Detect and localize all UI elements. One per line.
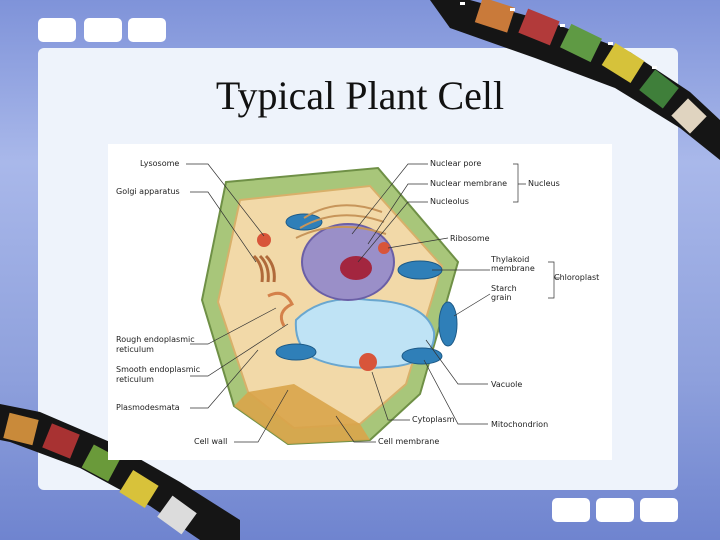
label-mitochondrion: Mitochondrion [491, 420, 548, 429]
plant-cell-svg: Lysosome Golgi apparatus Rough endoplasm… [116, 159, 599, 446]
label-thylakoid: Thylakoid [490, 255, 529, 264]
label-ribosome: Ribosome [450, 234, 490, 243]
bottom-tab-2 [596, 498, 634, 522]
label-plasmodesmata: Plasmodesmata [116, 403, 180, 412]
lysosome-shape [378, 242, 390, 254]
label-starch-grain: Starch [491, 284, 517, 293]
bottom-tab-1 [552, 498, 590, 522]
lysosome-shape [257, 233, 271, 247]
label-nuclear-membrane: Nuclear membrane [430, 179, 507, 188]
chloroplast-shape [275, 343, 317, 361]
label-vacuole: Vacuole [491, 380, 522, 389]
label-cell-wall: Cell wall [194, 437, 227, 446]
nucleolus-shape [340, 256, 372, 280]
chloroplast-shape [285, 213, 323, 231]
label-nuclear-pore: Nuclear pore [430, 159, 481, 168]
rough-er-shape [295, 204, 387, 239]
cell-wall-front [234, 384, 370, 444]
label-golgi-apparatus: Golgi apparatus [116, 187, 180, 196]
label-starch-grain-2: grain [491, 293, 512, 302]
label-rough-er-2: reticulum [116, 345, 154, 354]
label-nucleolus: Nucleolus [430, 197, 469, 206]
label-nucleus: Nucleus [528, 179, 560, 188]
label-thylakoid-2: membrane [491, 264, 535, 273]
plant-cell-diagram: Lysosome Golgi apparatus Rough endoplasm… [108, 144, 612, 460]
label-smooth-er-2: reticulum [116, 375, 154, 384]
er-shape [267, 291, 295, 327]
label-rough-er: Rough endoplasmic [116, 335, 195, 344]
film-strip-top-right [430, 0, 720, 160]
chloroplast-shape [438, 301, 458, 347]
label-cytoplasm: Cytoplasm [412, 415, 455, 424]
top-tab-3 [128, 18, 166, 42]
slide-title: Typical Plant Cell [215, 73, 505, 118]
golgi-shape [252, 254, 276, 283]
top-tab-1 [38, 18, 76, 42]
label-cell-membrane: Cell membrane [378, 437, 439, 446]
lysosome-shape [359, 353, 377, 371]
chloroplast-shape [401, 347, 443, 365]
leader-lines [186, 163, 560, 443]
bottom-tab-3 [640, 498, 678, 522]
top-tab-2 [84, 18, 122, 42]
label-smooth-er: Smooth endoplasmic [116, 365, 200, 374]
label-chloroplast: Chloroplast [554, 273, 599, 282]
label-lysosome: Lysosome [140, 159, 179, 168]
